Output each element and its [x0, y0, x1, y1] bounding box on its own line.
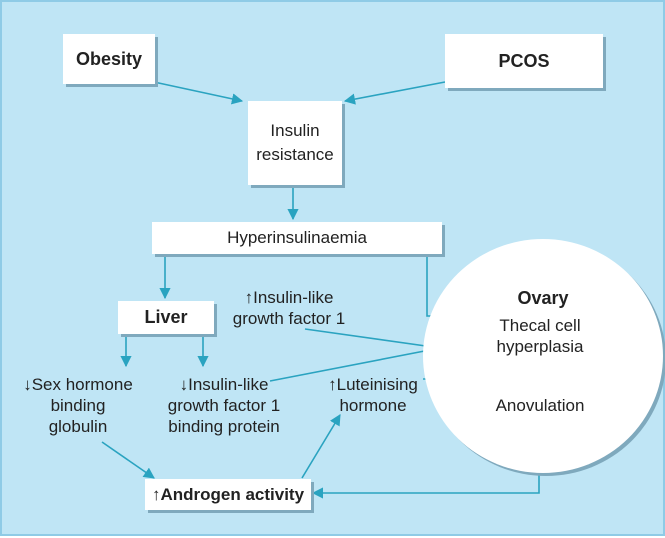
shbg-line-1: ↓Sex hormone: [23, 375, 133, 394]
pcos-label: PCOS: [498, 50, 550, 71]
insulin-resistance-line-1: Insulin: [270, 121, 320, 140]
androgen-label: ↑Androgen activity: [151, 484, 305, 504]
shbg-text: ↓Sex hormone binding globulin: [16, 374, 140, 437]
igfbp-line-2: growth factor 1: [167, 396, 281, 415]
pcos-box: PCOS: [445, 34, 603, 88]
shbg-line-3: globulin: [48, 417, 108, 436]
igfbp-line-3: binding protein: [168, 417, 280, 436]
liver-box: Liver: [118, 301, 214, 334]
hyperinsulinaemia-box: Hyperinsulinaemia: [152, 222, 442, 254]
thecal-text: Thecal cell hyperplasia: [478, 315, 602, 357]
arrow-shbg-to-androgen: [101, 441, 155, 479]
thecal-line-2: hyperplasia: [496, 337, 584, 356]
lh-line-1: ↑Luteinising: [328, 375, 418, 394]
shbg-line-2: binding: [50, 396, 106, 415]
insulin-resistance-line-2: resistance: [256, 145, 334, 164]
hyperinsulinaemia-label: Hyperinsulinaemia: [227, 228, 367, 247]
arrow-igfbp-to-ovary: [269, 347, 441, 382]
obesity-label: Obesity: [75, 48, 143, 69]
arrow-igf1-to-ovary: [304, 328, 441, 349]
arrow-pcos-to-insulin-resistance: [343, 81, 446, 105]
arrow-obesity-to-insulin-resistance: [153, 81, 244, 105]
igf1-text: ↑Insulin-like growth factor 1: [224, 287, 354, 329]
anovulation-text: Anovulation: [495, 396, 585, 415]
ovary-ellipse: [423, 239, 663, 473]
igf1-line-2: growth factor 1: [232, 309, 346, 328]
obesity-box: Obesity: [63, 34, 155, 84]
lh-text: ↑Luteinising hormone: [318, 374, 428, 416]
igf1-line-1: ↑Insulin-like: [244, 288, 334, 307]
thecal-line-1: Thecal cell: [499, 316, 581, 335]
igfbp-text: ↓Insulin-like growth factor 1 binding pr…: [154, 374, 294, 437]
liver-label: Liver: [144, 307, 188, 327]
igfbp-line-1: ↓Insulin-like: [179, 375, 269, 394]
arrow-androgen-to-lh: [301, 414, 341, 479]
lh-line-2: hormone: [339, 396, 407, 415]
insulin-resistance-box: Insulin resistance: [248, 101, 342, 185]
ovary-title: Ovary: [517, 288, 569, 308]
androgen-box: ↑Androgen activity: [145, 479, 311, 510]
